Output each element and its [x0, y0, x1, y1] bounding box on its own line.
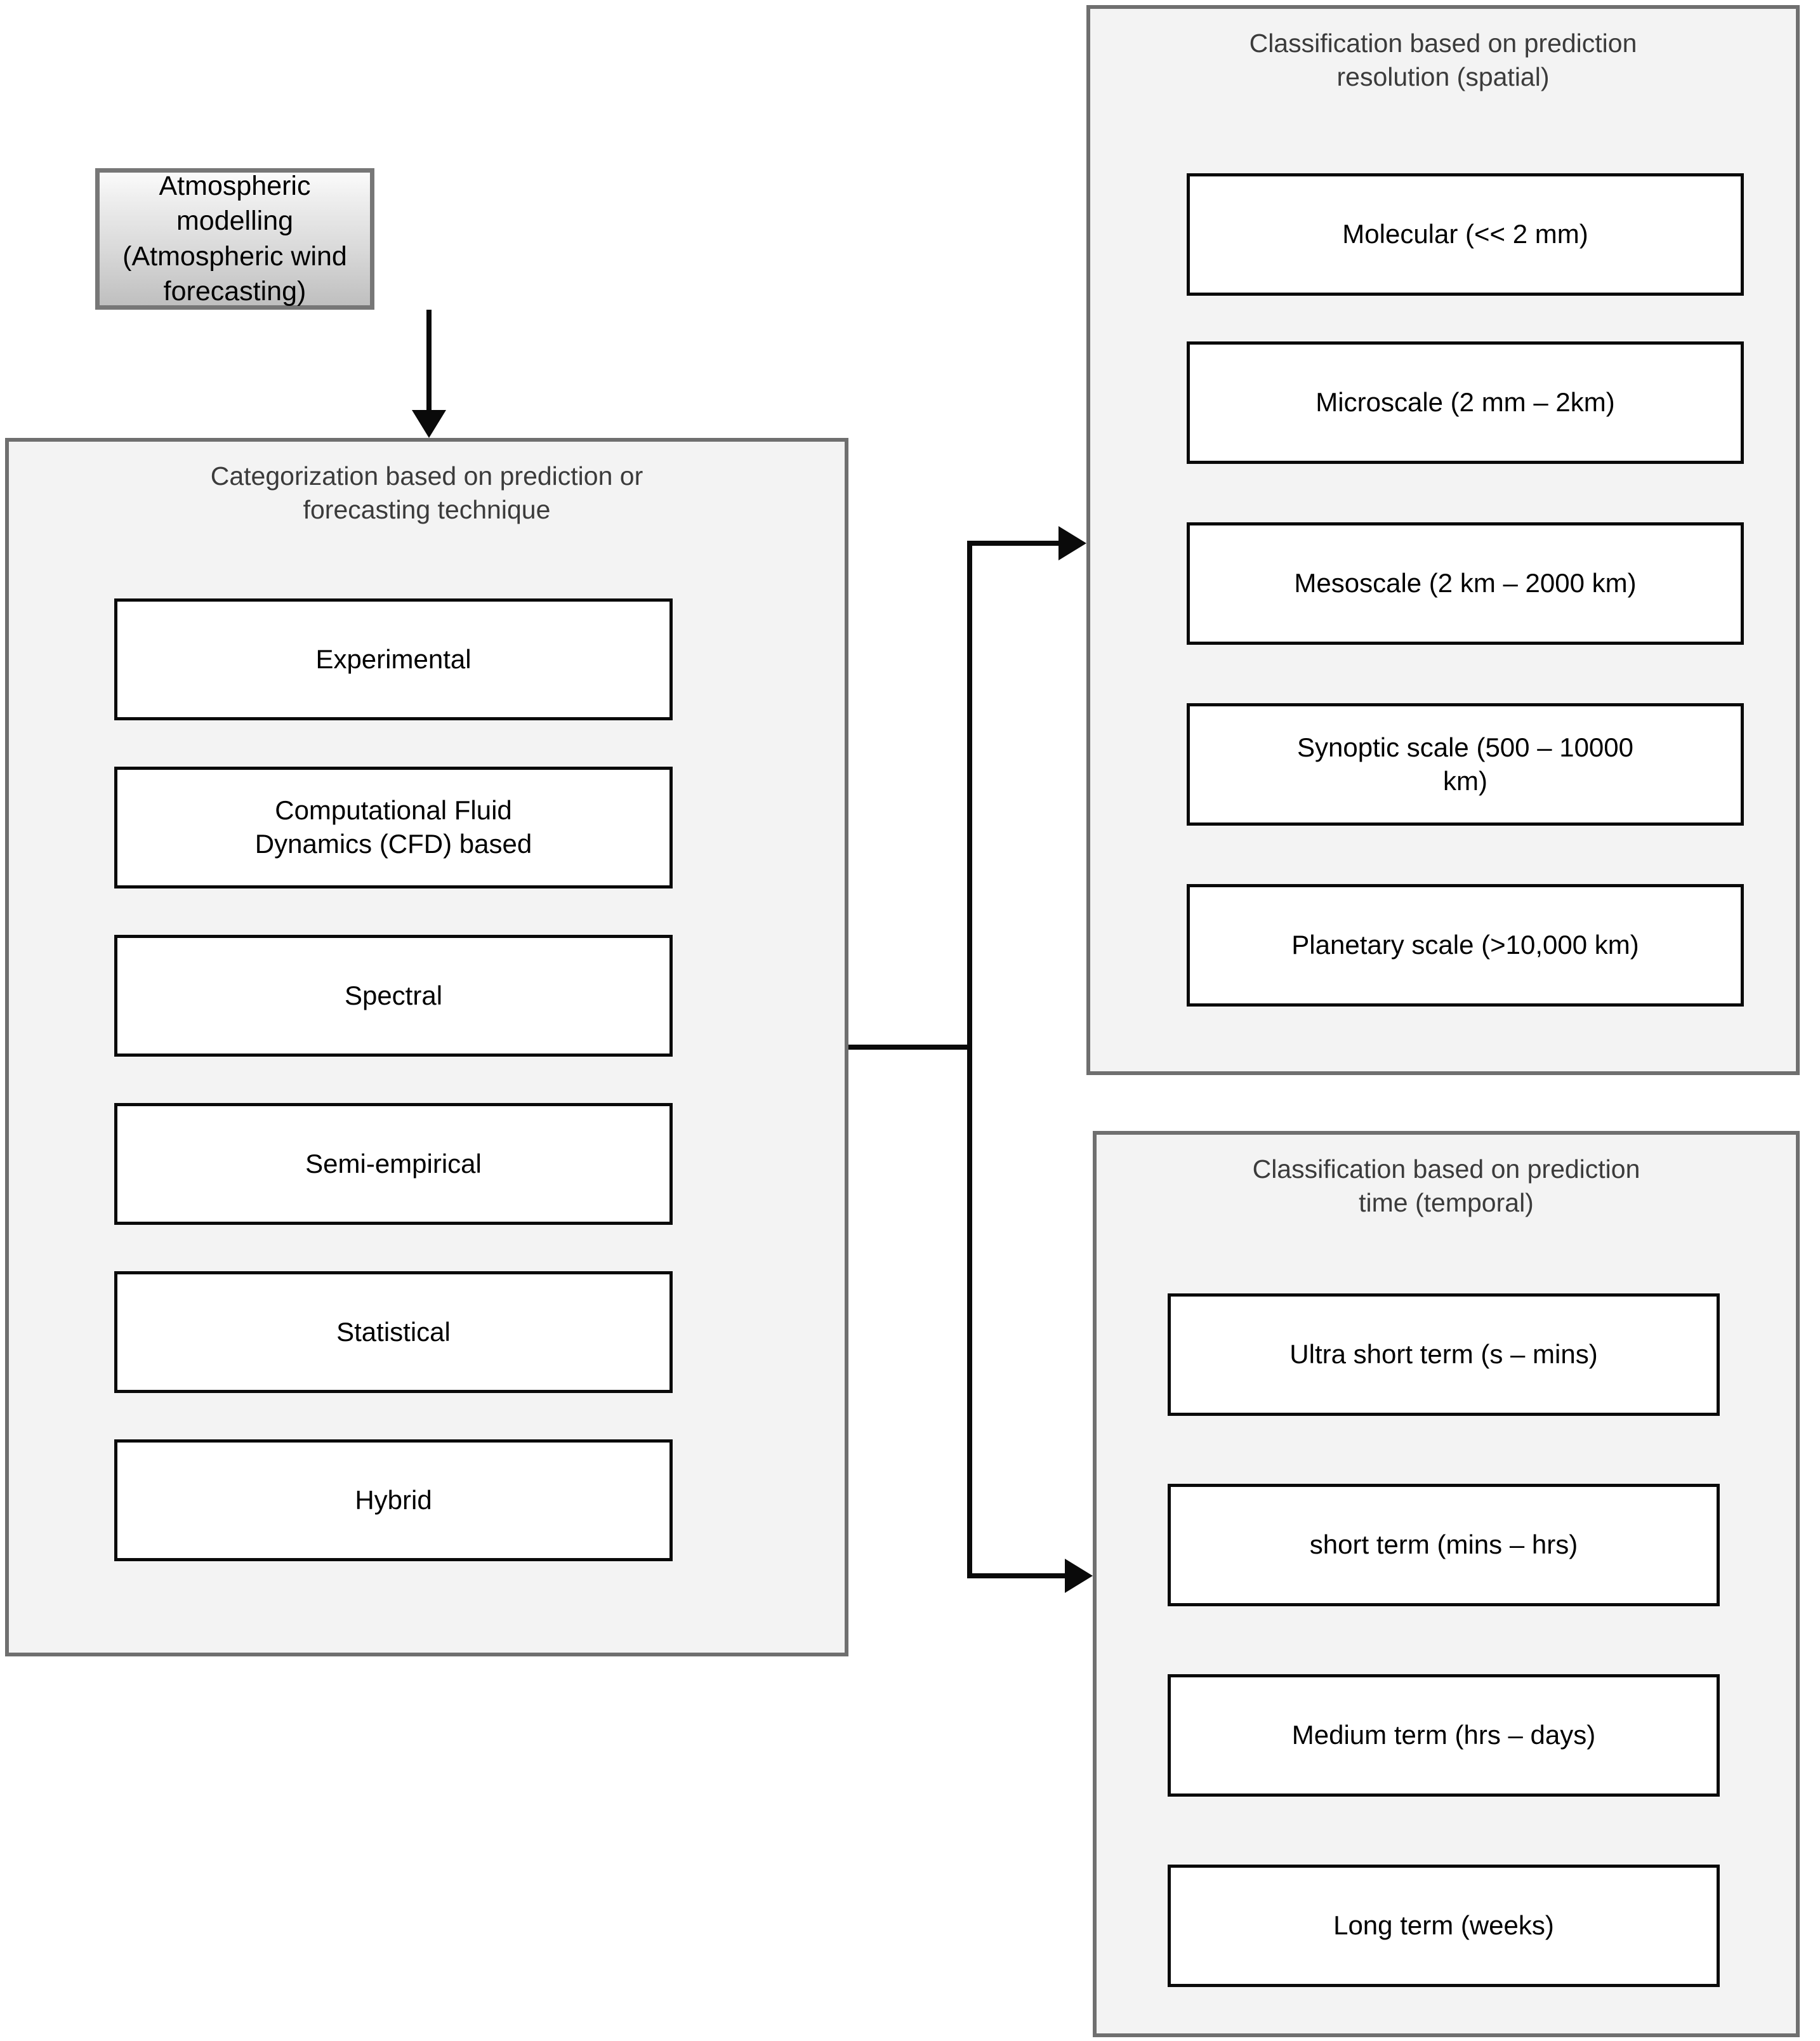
technique-item-statistical-label: Statistical — [336, 1316, 451, 1347]
technique-item-hybrid-label: Hybrid — [355, 1484, 432, 1515]
panel-technique-title-line-2: forecasting technique — [303, 495, 551, 525]
technique-item-cfd[interactable]: Computational Fluid Dynamics (CFD) based — [114, 767, 673, 888]
panel-spatial-title: Classification based on prediction resol… — [1090, 9, 1796, 95]
spatial-item-synoptic-scale-label: Synoptic scale (500 – 10000 km) — [1296, 732, 1634, 796]
temporal-item-ultra-short-term-label: Ultra short term (s – mins) — [1289, 1339, 1598, 1370]
panel-spatial-title-line-1: Classification based on prediction — [1249, 29, 1637, 58]
connector-branch-trunk — [967, 541, 972, 1578]
temporal-item-ultra-short-term[interactable]: Ultra short term (s – mins) — [1168, 1293, 1720, 1416]
technique-item-cfd-label: Computational Fluid Dynamics (CFD) based — [254, 795, 532, 859]
spatial-item-synoptic-scale[interactable]: Synoptic scale (500 – 10000 km) — [1187, 703, 1744, 826]
technique-item-spectral-label: Spectral — [344, 980, 443, 1010]
spatial-item-microscale[interactable]: Microscale (2 mm – 2km) — [1187, 341, 1744, 464]
temporal-item-medium-term[interactable]: Medium term (hrs – days) — [1168, 1674, 1720, 1797]
technique-item-experimental[interactable]: Experimental — [114, 598, 673, 720]
spatial-item-mesoscale-label: Mesoscale (2 km – 2000 km) — [1294, 568, 1637, 598]
technique-item-semi-empirical[interactable]: Semi-empirical — [114, 1103, 673, 1225]
panel-temporal-title: Classification based on prediction time … — [1097, 1135, 1796, 1220]
panel-spatial-title-line-2: resolution (spatial) — [1336, 62, 1550, 92]
temporal-item-long-term-label: Long term (weeks) — [1333, 1910, 1554, 1941]
spatial-item-molecular-label: Molecular (<< 2 mm) — [1342, 219, 1588, 249]
temporal-item-short-term[interactable]: short term (mins – hrs) — [1168, 1484, 1720, 1606]
root-node-atmospheric-modelling[interactable]: Atmospheric modelling (Atmospheric wind … — [95, 168, 374, 310]
root-node-line-2: (Atmospheric wind forecasting) — [122, 241, 347, 307]
root-node-label: Atmospheric modelling (Atmospheric wind … — [109, 169, 361, 308]
temporal-item-short-term-label: short term (mins – hrs) — [1309, 1529, 1578, 1560]
technique-item-experimental-label: Experimental — [315, 644, 471, 674]
arrow-to-spatial-panel — [1058, 526, 1086, 560]
temporal-item-medium-term-label: Medium term (hrs – days) — [1291, 1720, 1596, 1750]
spatial-item-planetary-scale[interactable]: Planetary scale (>10,000 km) — [1187, 884, 1744, 1007]
connector-branch-to-spatial — [967, 541, 1062, 546]
spatial-item-molecular[interactable]: Molecular (<< 2 mm) — [1187, 173, 1744, 296]
connector-branch-stub — [848, 1045, 972, 1050]
spatial-item-mesoscale[interactable]: Mesoscale (2 km – 2000 km) — [1187, 522, 1744, 645]
technique-item-hybrid[interactable]: Hybrid — [114, 1439, 673, 1561]
spatial-item-planetary-scale-label: Planetary scale (>10,000 km) — [1291, 930, 1639, 960]
panel-temporal-title-line-2: time (temporal) — [1359, 1188, 1534, 1218]
arrow-to-temporal-panel — [1065, 1559, 1093, 1593]
arrow-root-to-technique — [412, 410, 446, 438]
connector-root-to-technique-stem — [426, 310, 432, 413]
temporal-item-long-term[interactable]: Long term (weeks) — [1168, 1865, 1720, 1987]
panel-temporal-title-line-1: Classification based on prediction — [1252, 1154, 1640, 1184]
connector-branch-to-temporal — [967, 1573, 1069, 1578]
root-node-line-1: Atmospheric modelling — [159, 171, 311, 237]
panel-technique-title-line-1: Categorization based on prediction or — [210, 461, 643, 491]
technique-item-spectral[interactable]: Spectral — [114, 935, 673, 1057]
technique-item-semi-empirical-label: Semi-empirical — [305, 1148, 482, 1179]
technique-item-statistical[interactable]: Statistical — [114, 1271, 673, 1393]
spatial-item-microscale-label: Microscale (2 mm – 2km) — [1316, 387, 1615, 418]
panel-technique-title: Categorization based on prediction or fo… — [9, 442, 845, 527]
